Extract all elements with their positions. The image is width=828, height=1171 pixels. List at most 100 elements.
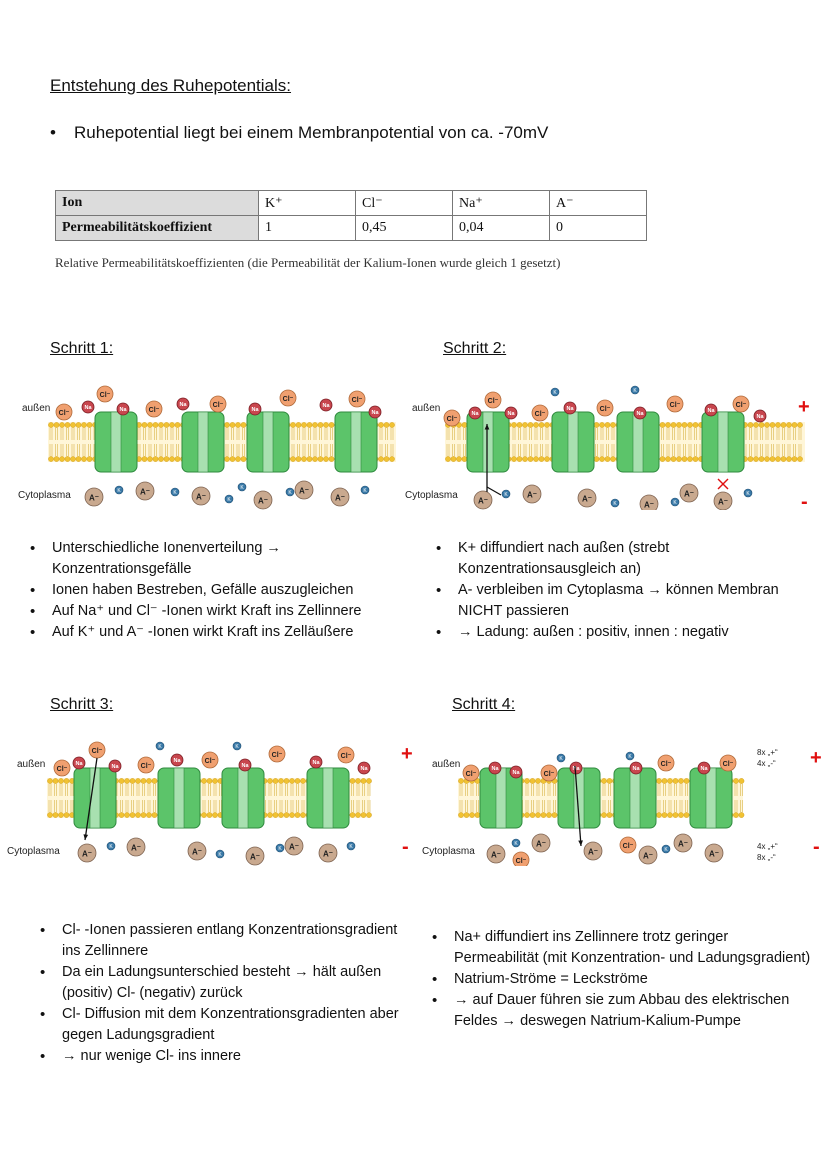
page-title: Entstehung des Ruhepotentials: [50,76,291,96]
cl-ion-icon: Cl⁻ [485,392,501,408]
svg-text:Na: Na [632,766,640,772]
negative-sign-icon: - [813,836,820,858]
step-2-title: Schritt 2: [443,340,506,358]
a-ion-icon: A⁻ [331,488,349,506]
negative-sign-icon: - [402,836,409,858]
list-item: Unterschiedliche Ionenverteilung → Konze… [24,538,394,580]
cl-ion-icon: Cl⁻ [349,391,365,407]
a-ion-icon: A⁻ [532,834,550,852]
na-ion-icon: Na [82,401,94,413]
a-ion-icon: A⁻ [246,847,264,865]
cl-ion-icon: Cl⁻ [56,404,72,420]
cl-ion-icon: Cl⁻ [733,396,749,412]
table-row: Permeabilitätskoeffizient 1 0,45 0,04 0 [56,216,647,241]
svg-text:Na: Na [572,766,580,772]
table-cell: Permeabilitätskoeffizient [56,216,259,241]
svg-text:A⁻: A⁻ [89,494,99,503]
cl-ion-icon: Cl⁻ [720,755,736,771]
na-ion-icon: Na [510,766,522,778]
svg-text:Cl⁻: Cl⁻ [600,406,611,413]
ion-channel [95,412,137,472]
svg-text:Na: Na [119,407,127,413]
k-ion-icon: K [631,386,639,394]
a-ion-icon: A⁻ [578,489,596,507]
na-ion-icon: Na [505,407,517,419]
outside-label: außen [22,403,50,414]
cytoplasm-label: Cytoplasma [7,846,60,857]
a-ion-icon: A⁻ [127,838,145,856]
list-item: → nur wenige Cl- ins innere [34,1046,409,1067]
outside-label: außen [412,403,440,414]
ion-channel [74,768,116,828]
svg-text:Cl⁻: Cl⁻ [670,402,681,409]
svg-text:Cl⁻: Cl⁻ [447,416,458,423]
outside-label: außen [432,759,460,770]
list-item: Cl- Diffusion mit dem Konzentrationsgrad… [34,1004,409,1046]
permeability-table: Ion K⁺ Cl⁻ Na⁺ A⁻ Permeabilitätskoeffizi… [55,190,647,241]
a-ion-icon: A⁻ [254,491,272,509]
intro-bullet: •Ruhepotential liegt bei einem Membranpo… [50,123,548,143]
k-ion-icon: K [512,839,520,847]
cl-ion-icon: Cl⁻ [146,401,162,417]
a-ion-icon: A⁻ [285,837,303,855]
svg-text:A⁻: A⁻ [588,848,598,857]
cl-ion-icon: Cl⁻ [541,765,557,781]
na-ion-icon: Na [117,403,129,415]
svg-text:Cl⁻: Cl⁻ [283,396,294,403]
step-4-notes: Na+ diffundiert ins Zellinnere trotz ger… [426,927,811,1032]
svg-text:Cl⁻: Cl⁻ [92,748,103,755]
svg-text:Cl⁻: Cl⁻ [661,761,672,768]
positive-sign-icon: + [810,747,822,769]
k-ion-icon: K [744,489,752,497]
outside-plus-count: 8x „+“ [757,748,778,757]
list-item: Ionen haben Bestreben, Gefälle auszuglei… [24,580,394,601]
a-ion-icon: A⁻ [487,845,505,863]
svg-text:Na: Na [707,408,715,414]
table-cell: 0 [550,216,647,241]
svg-text:Na: Na [179,402,187,408]
inside-minus-count: 8x „-“ [757,853,776,862]
a-ion-icon: A⁻ [192,487,210,505]
na-ion-icon: Na [369,406,381,418]
table-cell: Na⁺ [453,191,550,216]
a-ion-icon: A⁻ [639,846,657,864]
svg-text:A⁻: A⁻ [536,840,546,849]
svg-text:Na: Na [512,770,520,776]
cl-ion-icon: Cl⁻ [463,765,479,781]
svg-text:Cl⁻: Cl⁻ [341,753,352,760]
k-ion-icon: K [347,842,355,850]
svg-text:A⁻: A⁻ [478,497,488,506]
na-ion-icon: Na [73,757,85,769]
cytoplasm-label: Cytoplasma [18,490,71,501]
k-ion-icon: K [626,752,634,760]
svg-text:Cl⁻: Cl⁻ [352,397,363,404]
svg-text:Cl⁻: Cl⁻ [57,766,68,773]
table-cell: 1 [259,216,356,241]
outside-minus-count: 4x „-“ [757,759,776,768]
svg-text:A⁻: A⁻ [582,495,592,504]
svg-text:Na: Na [75,761,83,767]
cl-ion-icon: Cl⁻ [97,386,113,402]
na-ion-icon: Na [239,759,251,771]
step-1-title: Schritt 1: [50,340,113,358]
cl-ion-icon: Cl⁻ [269,746,285,762]
k-ion-icon: K [671,498,679,506]
ion-channel [467,412,509,472]
list-item: Na+ diffundiert ins Zellinnere trotz ger… [426,927,811,969]
table-row: Ion K⁺ Cl⁻ Na⁺ A⁻ [56,191,647,216]
na-ion-icon: Na [171,754,183,766]
svg-text:Na: Na [84,405,92,411]
a-ion-icon: A⁻ [523,485,541,503]
svg-text:Cl⁻: Cl⁻ [544,771,555,778]
svg-text:Cl⁻: Cl⁻ [59,410,70,417]
a-ion-icon: A⁻ [680,484,698,502]
ion-channel [690,768,732,828]
blocked-cross-icon [718,479,728,489]
cl-ion-icon: Cl⁻ [667,396,683,412]
inside-plus-count: 4x „+“ [757,842,778,851]
svg-text:Na: Na [507,411,515,417]
list-item: Cl- -Ionen passieren entlang Konzentrati… [34,920,409,962]
ion-channel [182,412,224,472]
